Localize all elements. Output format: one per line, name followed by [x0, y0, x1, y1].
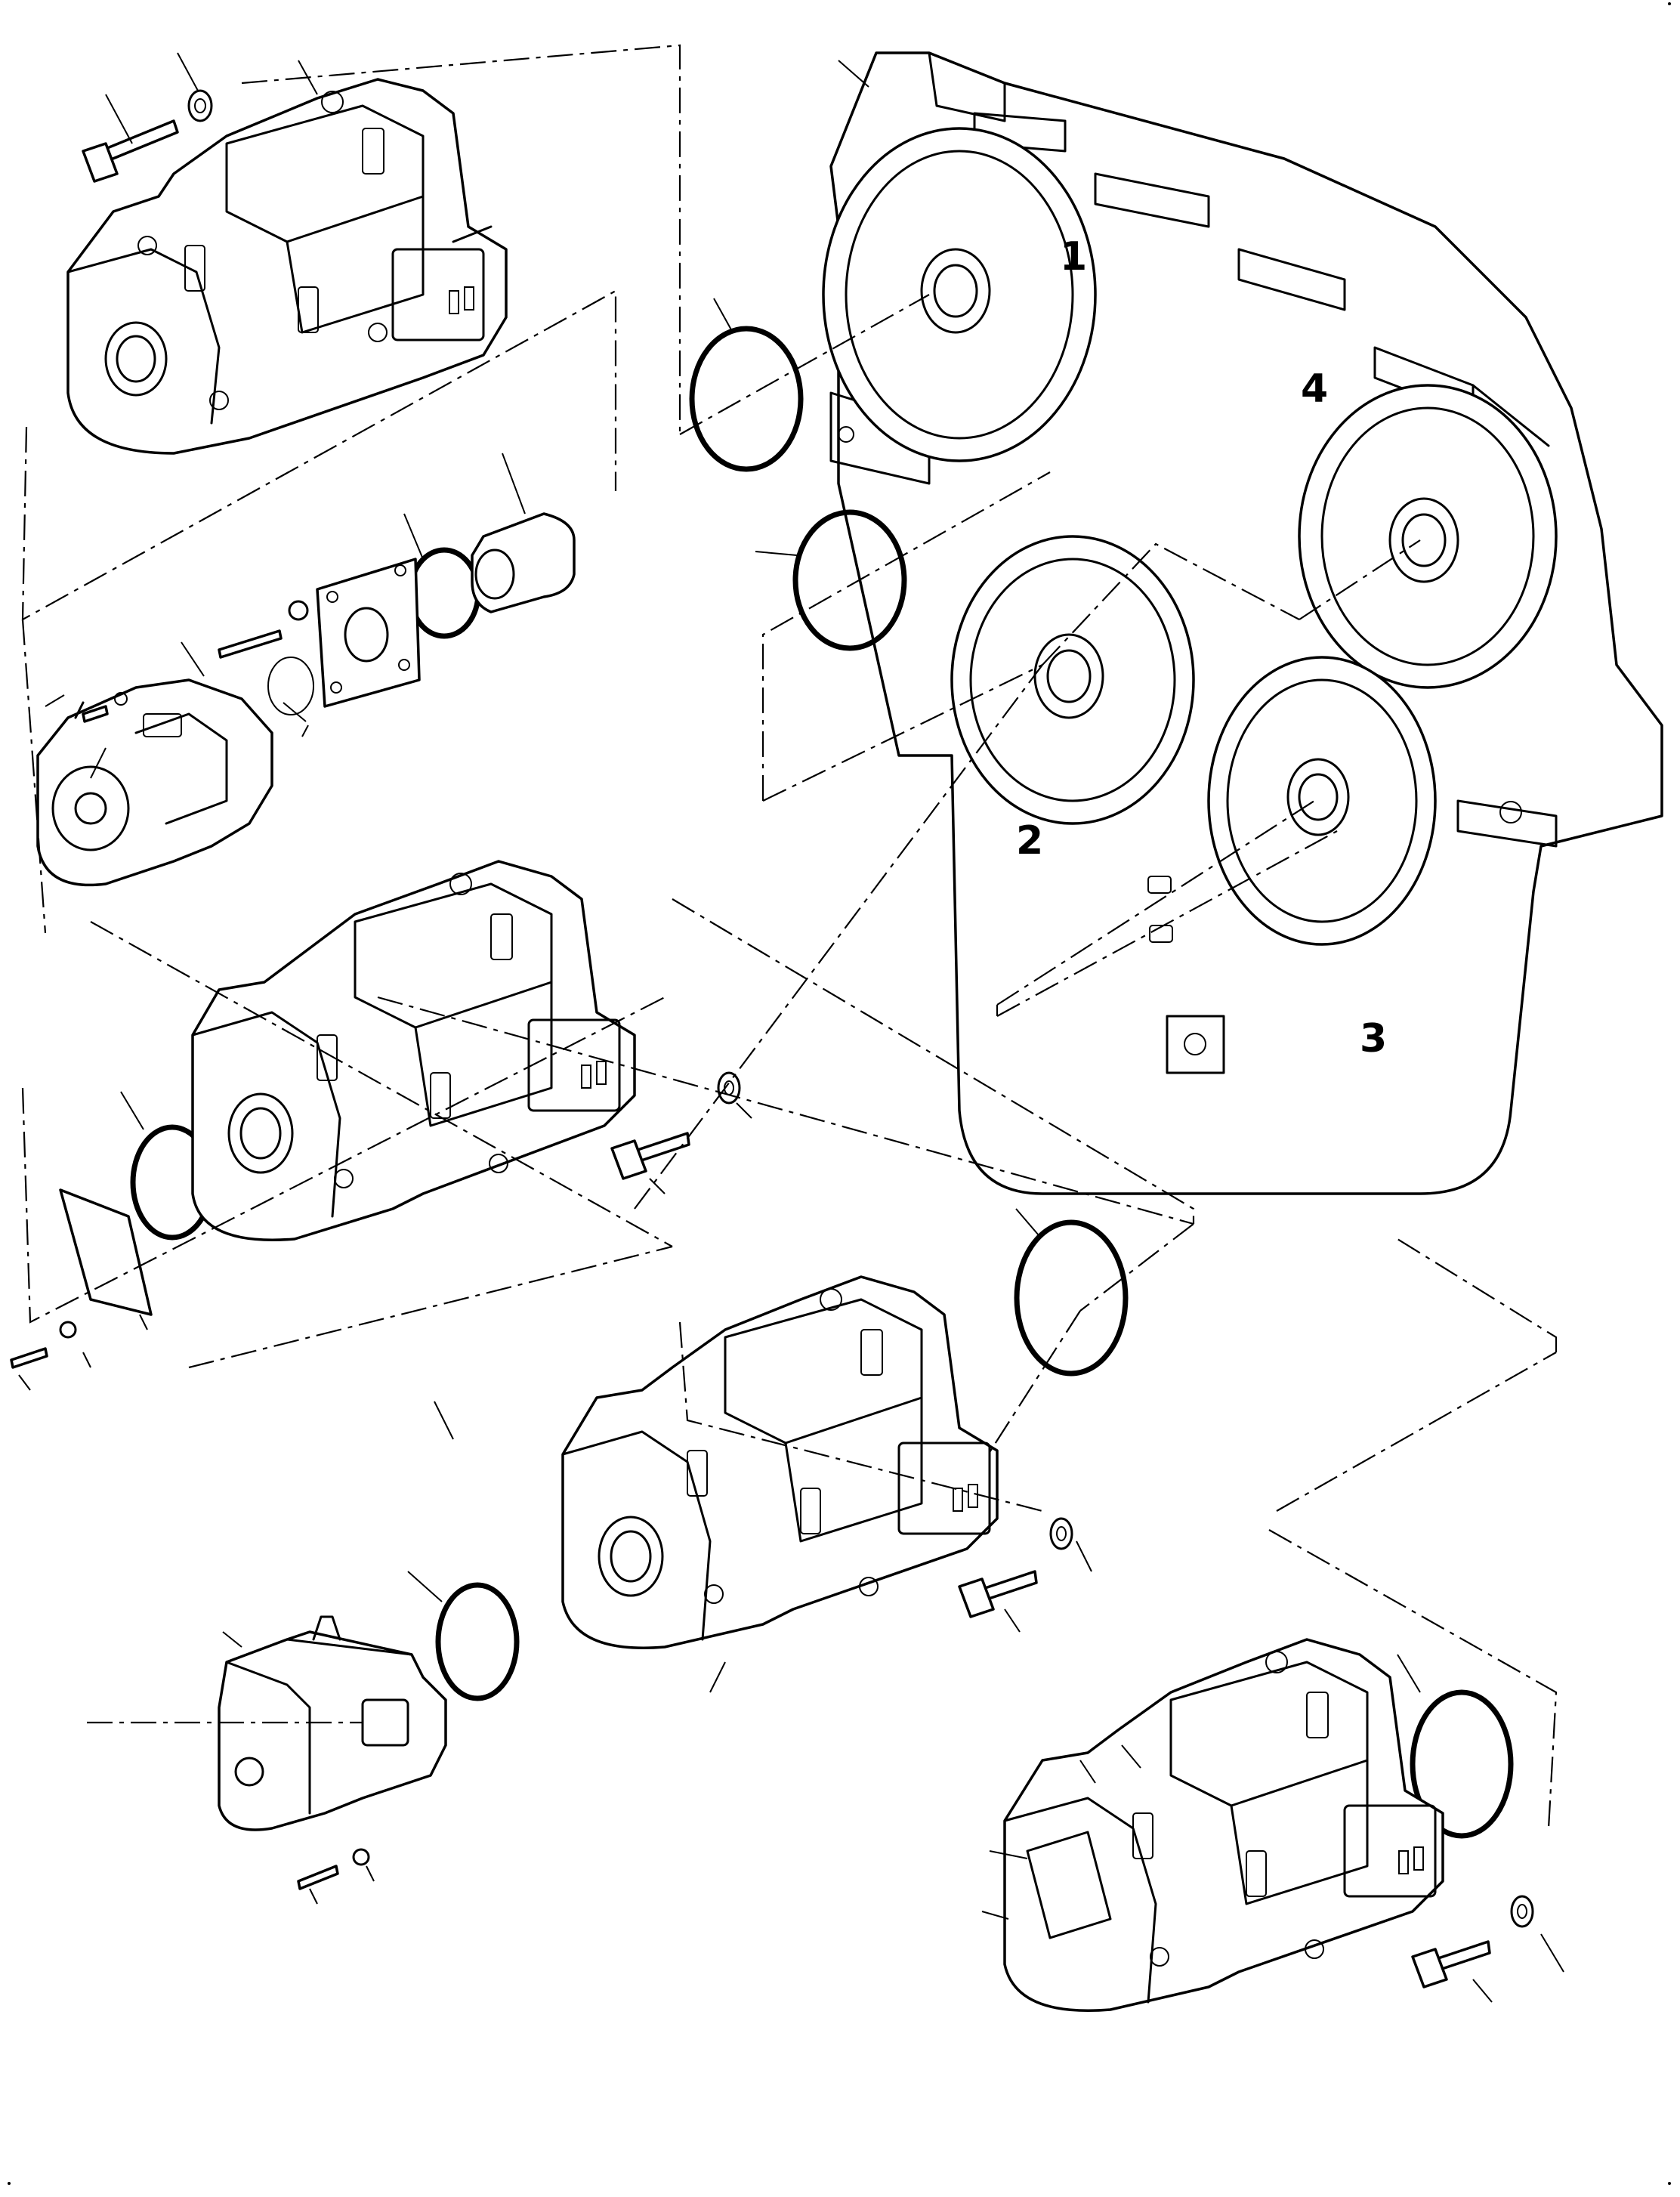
- gearbox-flange-2: [950, 535, 1195, 825]
- o-rings: [130, 326, 1514, 1839]
- bolt-washer-6: [958, 1517, 1073, 1618]
- bolt-washer-4: [610, 1071, 741, 1180]
- bolt-washer-1: [82, 89, 213, 183]
- gear-pump-2: [218, 1615, 447, 1831]
- bolt-washer-2: [218, 600, 309, 659]
- bolt-washer-3: [82, 692, 128, 723]
- o-ring-port-2: [792, 509, 907, 651]
- gear-pump-1: [36, 678, 273, 887]
- gearbox-flange-1: [822, 127, 1097, 462]
- pump-assembly-4: [1003, 1638, 1444, 2012]
- port-label-2: 2: [1016, 818, 1043, 864]
- bolt-washer-5: [10, 1321, 77, 1369]
- pump-assembly-3: [561, 1275, 999, 1649]
- port-label-4: 4: [1301, 366, 1328, 412]
- pump-assembly-1: [66, 78, 508, 455]
- leader-lines: [18, 52, 1564, 2003]
- gearbox-housing: 1 4 2 3: [822, 51, 1663, 1195]
- adapter-plate: [316, 558, 421, 708]
- corner-marks: [8, 2, 1671, 2185]
- o-ring-gear-pump: [435, 1582, 520, 1701]
- coupling-sleeve: [471, 512, 576, 613]
- o-ring-adapter: [407, 547, 481, 639]
- bolt-washer-8: [1411, 1895, 1534, 1988]
- gearbox-flange-3: [1207, 656, 1437, 946]
- o-ring-port-3: [1014, 1219, 1129, 1377]
- o-ring-port-4: [1410, 1689, 1514, 1839]
- port-label-3: 3: [1360, 1016, 1387, 1061]
- cover-plate: [59, 1188, 153, 1316]
- port-label-1: 1: [1060, 234, 1087, 280]
- gearbox-flange-4: [1298, 384, 1558, 689]
- pump-assembly-2: [191, 860, 636, 1241]
- o-ring-small: [267, 657, 314, 715]
- assembly-center-lines: [21, 44, 1558, 1829]
- bolt-washer-7: [297, 1848, 370, 1890]
- o-ring-port-1: [689, 326, 804, 472]
